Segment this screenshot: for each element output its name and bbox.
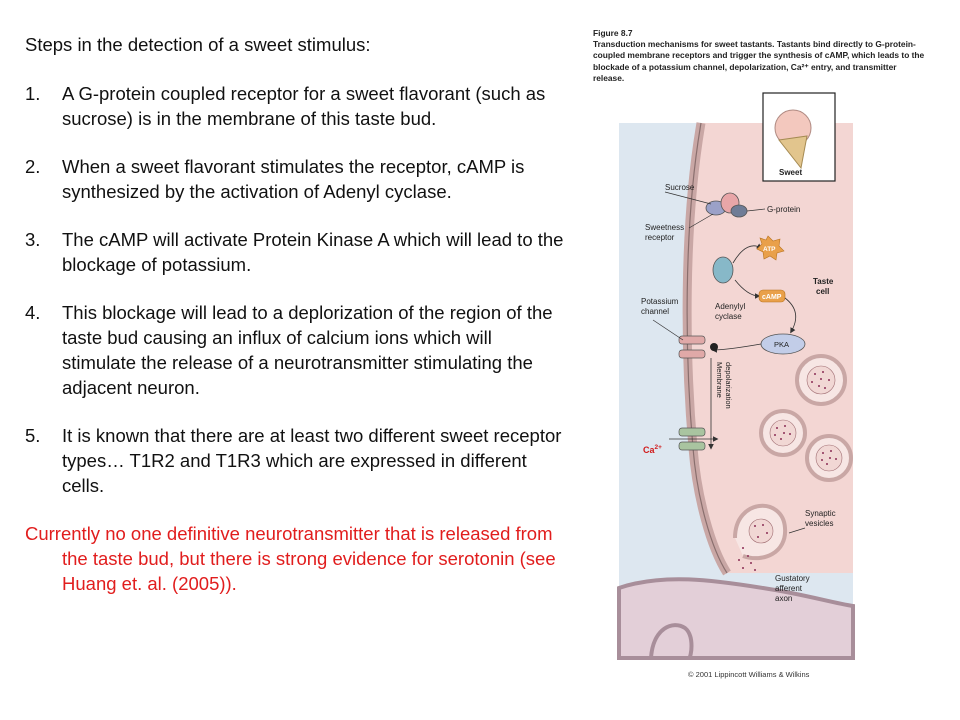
step-text: The cAMP will activate Protein Kinase A … bbox=[62, 229, 564, 275]
atp-label: ATP bbox=[763, 246, 776, 253]
sweet-label: Sweet bbox=[779, 168, 802, 177]
figure-panel: Sweet Sucrose G-protein Sweetness recept… bbox=[593, 28, 931, 688]
step-text: This blockage will lead to a deplorizati… bbox=[62, 302, 553, 398]
calcium-label: Ca2+ bbox=[643, 444, 662, 455]
calcium-channel-bottom bbox=[678, 441, 706, 451]
figure-caption-text: Transduction mechanisms for sweet tastan… bbox=[593, 39, 925, 83]
step-3: 3. The cAMP will activate Protein Kinase … bbox=[25, 227, 565, 277]
step-2: 2. When a sweet flavorant stimulates the … bbox=[25, 154, 565, 204]
steps-list: 1. A G-protein coupled receptor for a swe… bbox=[25, 81, 565, 498]
calcium-base: Ca bbox=[643, 445, 655, 455]
adenylyl-label-2: cyclase bbox=[715, 312, 742, 321]
text-column: Steps in the detection of a sweet stimul… bbox=[25, 32, 565, 596]
g-protein-label: G-protein bbox=[767, 205, 800, 214]
sweetness-label-2: receptor bbox=[645, 233, 675, 242]
gustatory-label-1: Gustatory bbox=[775, 574, 810, 583]
calcium-channel-top bbox=[678, 427, 706, 437]
step-text: When a sweet flavorant stimulates the re… bbox=[62, 156, 525, 202]
step-1: 1. A G-protein coupled receptor for a swe… bbox=[25, 81, 565, 131]
block-symbol bbox=[710, 343, 718, 351]
potassium-channel-top bbox=[678, 335, 706, 345]
neurotransmitter-dots bbox=[738, 371, 837, 571]
g-protein bbox=[730, 204, 748, 218]
potassium-leader bbox=[652, 319, 684, 341]
vesicles-leader bbox=[788, 527, 806, 534]
figure-title: Figure 8.7 bbox=[593, 28, 633, 38]
heading: Steps in the detection of a sweet stimul… bbox=[25, 34, 371, 55]
atp-burst bbox=[756, 235, 785, 261]
synaptic-label-2: vesicles bbox=[805, 519, 833, 528]
potassium-label-2: channel bbox=[641, 307, 669, 316]
taste-cell-label-2: cell bbox=[816, 287, 829, 296]
step-text: A G-protein coupled receptor for a sweet… bbox=[62, 83, 546, 129]
calcium-superscript: 2+ bbox=[655, 444, 663, 451]
membrane-label-1: Membrane bbox=[715, 362, 724, 398]
taste-cell-diagram: Sweet Sucrose G-protein Sweetness recept… bbox=[617, 92, 855, 660]
sucrose-leader bbox=[664, 191, 712, 205]
step-5: 5. It is known that there are at least tw… bbox=[25, 423, 565, 498]
note-text: Currently no one definitive neurotransmi… bbox=[25, 523, 556, 594]
pka-label: PKA bbox=[774, 340, 789, 349]
taste-cell-label-1: Taste bbox=[813, 277, 834, 286]
g-protein-leader bbox=[746, 208, 766, 212]
potassium-label-1: Potassium bbox=[641, 297, 679, 306]
step-text: It is known that there are at least two … bbox=[62, 425, 562, 496]
adenylyl-cyclase bbox=[712, 256, 734, 284]
synaptic-label-1: Synaptic bbox=[805, 509, 836, 518]
sucrose-label: Sucrose bbox=[665, 183, 695, 192]
receptor-leader bbox=[688, 213, 714, 229]
figure-caption: Figure 8.7 Transduction mechanisms for s… bbox=[593, 28, 929, 84]
sweetness-label-1: Sweetness bbox=[645, 223, 684, 232]
cone-icon bbox=[778, 135, 808, 170]
pka-arrow bbox=[784, 297, 797, 334]
cell-membrane-edge bbox=[686, 122, 728, 574]
axon-branch bbox=[648, 623, 694, 660]
camp-badge bbox=[758, 289, 786, 303]
step-number: 2. bbox=[25, 156, 41, 177]
gustatory-label-2: afferent bbox=[775, 584, 803, 593]
gustatory-label-3: axon bbox=[775, 594, 792, 603]
step-number: 4. bbox=[25, 302, 41, 323]
camp-label: cAMP bbox=[762, 294, 782, 301]
adenylyl-label-1: Adenylyl bbox=[715, 302, 745, 311]
step-number: 5. bbox=[25, 425, 41, 446]
copyright-text: © 2001 Lippincott Williams & Wilkins bbox=[688, 670, 810, 679]
step-number: 3. bbox=[25, 229, 41, 250]
camp-arrow bbox=[734, 279, 761, 299]
membrane-label-2: depolarization bbox=[724, 362, 733, 409]
potassium-channel-bottom bbox=[678, 349, 706, 359]
step-4: 4. This blockage will lead to a deploriza… bbox=[25, 300, 565, 400]
step-number: 1. bbox=[25, 83, 41, 104]
